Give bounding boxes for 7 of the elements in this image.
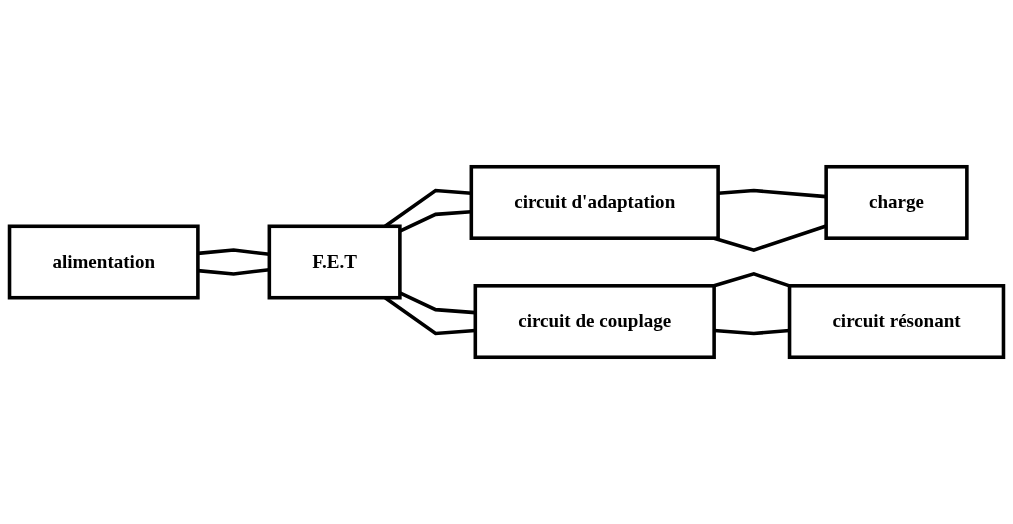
node-box: circuit résonant: [787, 284, 1006, 360]
node-box: circuit d'adaptation: [469, 164, 720, 240]
connector: [713, 272, 791, 288]
node-box: F.E.T: [267, 224, 402, 300]
node-box: charge: [824, 164, 969, 240]
node-box: alimentation: [7, 224, 200, 300]
node-box: circuit de couplage: [473, 284, 716, 360]
